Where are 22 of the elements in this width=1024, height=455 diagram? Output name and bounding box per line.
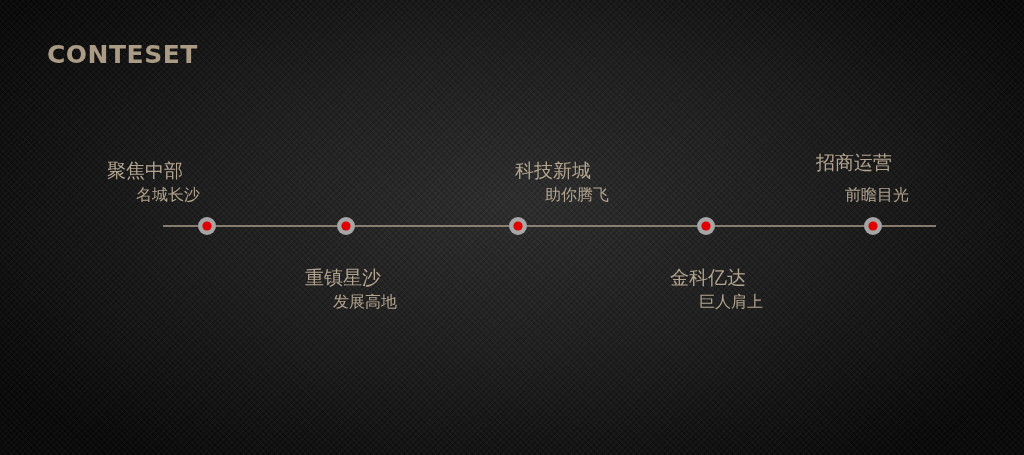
page-title: CONTESET [47,40,198,70]
timeline-line [526,225,698,227]
timeline-dot [337,217,355,235]
milestone-title: 重镇星沙 [305,266,381,288]
timeline-dot [697,217,715,235]
milestone-title: 招商运营 [816,151,892,173]
timeline-line [714,225,865,227]
timeline-line [354,225,510,227]
milestone-title: 聚焦中部 [107,159,183,181]
milestone-subtitle: 前瞻目光 [845,185,909,205]
milestone-subtitle: 巨人肩上 [699,292,763,312]
timeline-line [215,225,338,227]
milestone-title: 科技新城 [515,159,591,181]
timeline-line [881,225,937,227]
milestone-subtitle: 助你腾飞 [545,185,609,205]
timeline-dot [864,217,882,235]
milestone-title: 金科亿达 [670,266,746,288]
timeline-dot [198,217,216,235]
milestone-subtitle: 发展高地 [333,292,397,312]
milestone-subtitle: 名城长沙 [136,185,200,205]
timeline-dot [509,217,527,235]
timeline-line [162,225,199,227]
